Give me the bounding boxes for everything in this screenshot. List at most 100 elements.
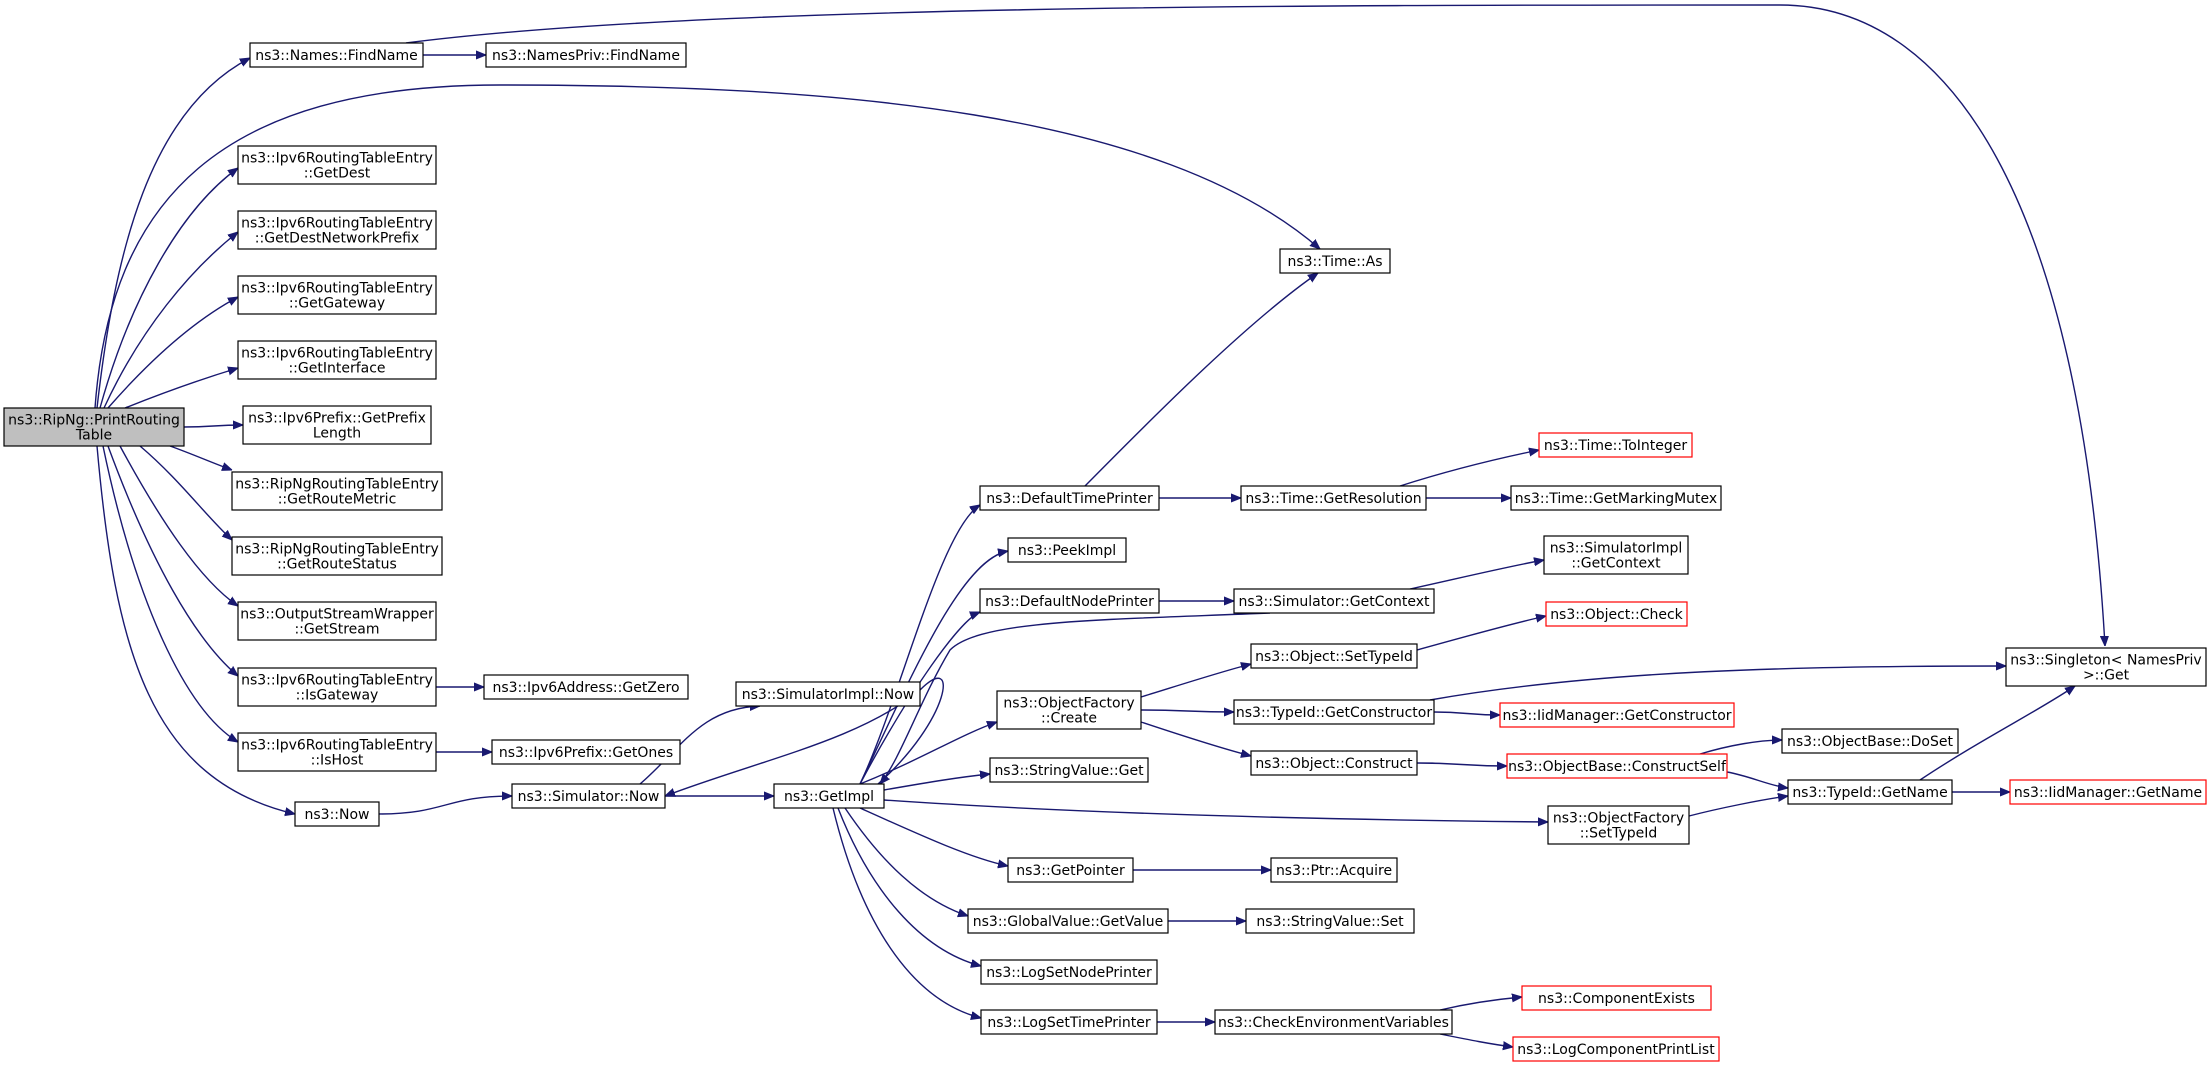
node-getdestnetworkprefix[interactable]: ns3::Ipv6RoutingTableEntry::GetDestNetwo… bbox=[237, 210, 437, 250]
node-globalvalue-getvalue[interactable]: ns3::GlobalValue::GetValue bbox=[967, 908, 1169, 934]
node-logsetnodeprinter[interactable]: ns3::LogSetNodePrinter bbox=[980, 959, 1158, 985]
node-time-getresolution[interactable]: ns3::Time::GetResolution bbox=[1240, 485, 1427, 511]
node-typeid-getname[interactable]: ns3::TypeId::GetName bbox=[1787, 779, 1953, 805]
node-box bbox=[237, 601, 437, 641]
edges-layer bbox=[94, 4, 2105, 1047]
node-getroutestatus[interactable]: ns3::RipNgRoutingTableEntry::GetRouteSta… bbox=[231, 536, 443, 576]
node-box bbox=[735, 681, 921, 707]
node-label: ns3::CheckEnvironmentVariables bbox=[1218, 1015, 1449, 1031]
edge-line bbox=[1140, 721, 1251, 756]
node-box bbox=[231, 471, 443, 511]
node-defaultnodeprinter[interactable]: ns3::DefaultNodePrinter bbox=[979, 588, 1160, 614]
node-getdest[interactable]: ns3::Ipv6RoutingTableEntry::GetDest bbox=[237, 145, 437, 185]
edge-line bbox=[1439, 997, 1522, 1011]
node-object-settypeid[interactable]: ns3::Object::SetTypeId bbox=[1250, 643, 1418, 669]
node-objectfactory-settypeid[interactable]: ns3::ObjectFactory::SetTypeId bbox=[1547, 805, 1690, 845]
node-box bbox=[237, 145, 437, 185]
node-label: ns3::Ipv6RoutingTableEntry bbox=[241, 346, 433, 362]
edge-printroutingtable-to-ishost bbox=[102, 445, 238, 742]
node-objectbase-doset[interactable]: ns3::ObjectBase::DoSet bbox=[1781, 728, 1959, 754]
node-getgateway[interactable]: ns3::Ipv6RoutingTableEntry::GetGateway bbox=[237, 275, 437, 315]
edge-getimpl-to-logsetnodeprinter bbox=[837, 807, 981, 966]
edge-line bbox=[1429, 666, 2006, 701]
edge-line bbox=[94, 84, 1320, 409]
edge-line bbox=[96, 58, 250, 409]
node-box bbox=[231, 536, 443, 576]
node-names-findname[interactable]: ns3::Names::FindName bbox=[249, 42, 424, 68]
edge-line bbox=[405, 4, 2105, 646]
node-time-getmarkingmutex[interactable]: ns3::Time::GetMarkingMutex bbox=[1510, 485, 1722, 511]
node-box bbox=[996, 690, 1142, 730]
node-box bbox=[1510, 485, 1722, 511]
node-singleton-get[interactable]: ns3::Singleton< NamesPriv>::Get bbox=[2005, 647, 2207, 687]
edge-object-construct-to-objectbase-constructself bbox=[1416, 763, 1507, 766]
node-object-check[interactable]: ns3::Object::Check bbox=[1545, 601, 1688, 627]
node-checkenvironmentvariables[interactable]: ns3::CheckEnvironmentVariables bbox=[1214, 1009, 1453, 1035]
node-getimpl[interactable]: ns3::GetImpl bbox=[773, 783, 885, 809]
node-time-as[interactable]: ns3::Time::As bbox=[1279, 248, 1391, 274]
edge-typeid-getconstructor-to-singleton-get bbox=[1429, 666, 2006, 701]
node-label: ns3::Simulator::GetContext bbox=[1238, 594, 1430, 610]
node-stringvalue-get[interactable]: ns3::StringValue::Get bbox=[989, 757, 1149, 783]
node-box bbox=[237, 667, 437, 707]
node-ishost[interactable]: ns3::Ipv6RoutingTableEntry::IsHost bbox=[237, 732, 437, 772]
node-getpointer[interactable]: ns3::GetPointer bbox=[1007, 857, 1134, 883]
edge-getimpl-to-stringvalue-get bbox=[883, 774, 990, 791]
node-label: ns3::IidManager::GetConstructor bbox=[1502, 708, 1731, 724]
node-iidmanager-getconstructor[interactable]: ns3::IidManager::GetConstructor bbox=[1499, 702, 1735, 728]
edge-printroutingtable-to-time-as bbox=[94, 84, 1320, 409]
node-simulatorimpl-now[interactable]: ns3::SimulatorImpl::Now bbox=[735, 681, 921, 707]
node-objectfactory-create[interactable]: ns3::ObjectFactory::Create bbox=[996, 690, 1142, 730]
node-label: ns3::Simulator::Now bbox=[518, 789, 660, 805]
node-simulator-getcontext[interactable]: ns3::Simulator::GetContext bbox=[1233, 588, 1435, 614]
node-box bbox=[249, 42, 424, 68]
edge-getimpl-to-objectfactory-settypeid bbox=[883, 799, 1548, 822]
edge-printroutingtable-to-getstream bbox=[119, 445, 238, 606]
node-logsettimeprinter[interactable]: ns3::LogSetTimePrinter bbox=[980, 1009, 1158, 1035]
node-iidmanager-getname[interactable]: ns3::IidManager::GetName bbox=[2009, 779, 2207, 805]
node-label: ns3::Ipv6RoutingTableEntry bbox=[241, 673, 433, 689]
node-isgateway[interactable]: ns3::Ipv6RoutingTableEntry::IsGateway bbox=[237, 667, 437, 707]
node-componentexists[interactable]: ns3::ComponentExists bbox=[1521, 985, 1712, 1011]
node-label: ns3::Now bbox=[305, 807, 370, 823]
node-label: ns3::TypeId::GetConstructor bbox=[1236, 705, 1432, 721]
edge-checkenvironmentvariables-to-componentexists bbox=[1439, 997, 1522, 1011]
node-defaulttimeprinter[interactable]: ns3::DefaultTimePrinter bbox=[979, 485, 1160, 511]
node-box bbox=[237, 275, 437, 315]
node-peekimpl[interactable]: ns3::PeekImpl bbox=[1007, 537, 1127, 563]
node-getones[interactable]: ns3::Ipv6Prefix::GetOnes bbox=[491, 739, 681, 765]
node-time-tointeger[interactable]: ns3::Time::ToInteger bbox=[1538, 432, 1693, 458]
node-simulator-now[interactable]: ns3::Simulator::Now bbox=[511, 783, 666, 809]
node-label: ns3::Ipv6RoutingTableEntry bbox=[241, 738, 433, 754]
node-getstream[interactable]: ns3::OutputStreamWrapper::GetStream bbox=[237, 601, 437, 641]
node-label: ::GetStream bbox=[294, 622, 379, 638]
edge-getimpl-to-getpointer bbox=[859, 807, 1008, 866]
edge-line bbox=[859, 505, 980, 785]
node-object-construct[interactable]: ns3::Object::Construct bbox=[1250, 750, 1418, 776]
node-label: ns3::DefaultNodePrinter bbox=[985, 594, 1154, 610]
node-getroutemetric[interactable]: ns3::RipNgRoutingTableEntry::GetRouteMet… bbox=[231, 471, 443, 511]
node-typeid-getconstructor[interactable]: ns3::TypeId::GetConstructor bbox=[1233, 699, 1435, 725]
node-objectbase-constructself[interactable]: ns3::ObjectBase::ConstructSelf bbox=[1506, 753, 1728, 779]
node-logcomponentprintlist[interactable]: ns3::LogComponentPrintList bbox=[1512, 1036, 1720, 1062]
edge-objectfactory-create-to-object-construct bbox=[1140, 721, 1251, 756]
edge-line bbox=[1433, 712, 1500, 715]
node-getzero[interactable]: ns3::Ipv6Address::GetZero bbox=[483, 674, 689, 700]
node-label: ns3::Object::SetTypeId bbox=[1255, 649, 1413, 665]
node-box bbox=[2005, 647, 2207, 687]
edge-now-to-simulator-now bbox=[378, 796, 512, 815]
node-label: ns3::Time::As bbox=[1287, 254, 1382, 270]
node-stringvalue-set[interactable]: ns3::StringValue::Set bbox=[1245, 908, 1415, 934]
node-label: ns3::OutputStreamWrapper bbox=[240, 607, 434, 623]
node-getinterface[interactable]: ns3::Ipv6RoutingTableEntry::GetInterface bbox=[237, 340, 437, 380]
edge-printroutingtable-to-isgateway bbox=[107, 445, 238, 676]
node-namespriv-findname[interactable]: ns3::NamesPriv::FindName bbox=[485, 42, 687, 68]
node-label: ::GetRouteStatus bbox=[277, 557, 397, 573]
node-now[interactable]: ns3::Now bbox=[294, 801, 380, 827]
node-label: ns3::Ptr::Acquire bbox=[1276, 863, 1392, 879]
node-label: ns3::IidManager::GetName bbox=[2014, 785, 2202, 801]
node-label: ns3::Ipv6RoutingTableEntry bbox=[241, 281, 433, 297]
node-simulatorimpl-getcontext[interactable]: ns3::SimulatorImpl::GetContext bbox=[1543, 535, 1689, 575]
node-ptr-acquire[interactable]: ns3::Ptr::Acquire bbox=[1270, 857, 1398, 883]
